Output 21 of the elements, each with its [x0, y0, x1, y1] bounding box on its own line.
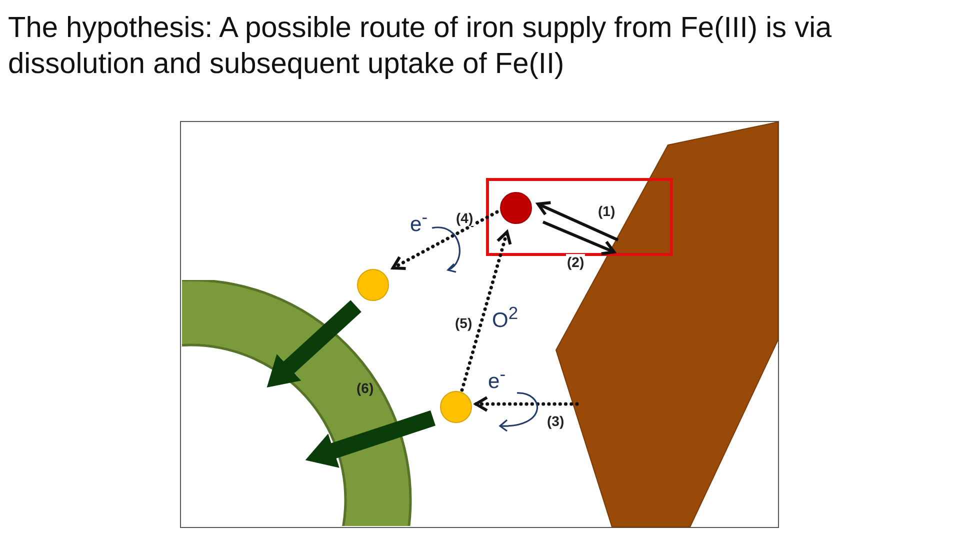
arrow [460, 230, 512, 392]
arrow [391, 210, 499, 270]
iron-ion-circle [440, 391, 472, 423]
arrow [536, 201, 619, 242]
slide-title: The hypothesis: A possible route of iron supply from Fe(III) is via dissolution and subsequent uptake of Fe(II) [8, 11, 833, 82]
species-label: e$^{-}$ [488, 363, 506, 394]
edge-label: (2) [566, 254, 586, 270]
edge-label: (3) [546, 413, 566, 429]
arrow [474, 396, 579, 412]
edge-label: (1) [597, 203, 616, 219]
step-number: (6) [356, 380, 374, 396]
cell-wall-ring [182, 280, 412, 526]
edge-label: (4) [455, 210, 474, 226]
species-label: e$^{-}$ [410, 206, 428, 237]
iron-ion-circle [357, 269, 389, 301]
uptake-arrow [266, 300, 362, 388]
species-label: O$^{2}$ [492, 302, 518, 333]
arrow [542, 220, 616, 256]
uptake-arrow [305, 410, 436, 468]
edge-label: (5) [454, 315, 474, 331]
iron-ion-circle [500, 192, 532, 224]
